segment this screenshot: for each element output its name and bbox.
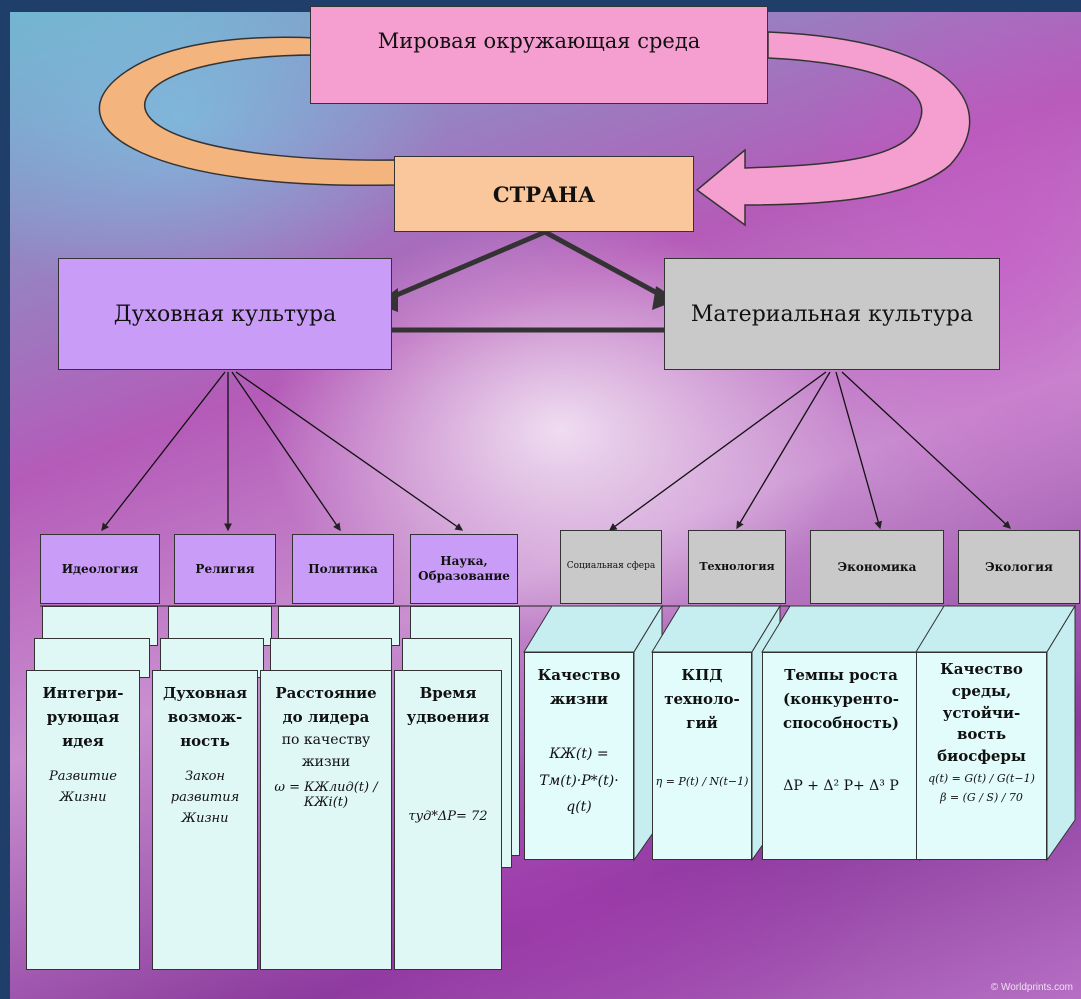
card-science: Время удвоения τуд*ΔP= 72 <box>394 670 502 970</box>
arrow-country-spiritual <box>384 229 546 303</box>
card-ideology: Интегри- рующая идея Развитие Жизни <box>26 670 140 970</box>
technology-box: Технология <box>688 530 786 604</box>
left-frame-bar <box>0 0 10 999</box>
religion-box: Религия <box>174 534 276 604</box>
card-social: Качество жизни КЖ(t) = Tм(t)·P*(t)· q(t) <box>524 652 634 860</box>
spiritual-culture-box: Духовная культура <box>58 258 392 370</box>
card-politics: Расстояние до лидера по качеству жизни ω… <box>260 670 392 970</box>
economy-box: Экономика <box>810 530 944 604</box>
material-culture-box: Материальная культура <box>664 258 1000 370</box>
country-box: СТРАНА <box>394 156 694 232</box>
watermark: © Worldprints.com <box>990 982 1073 993</box>
card-ecology: Качество среды, устойчи- вость биосферы … <box>916 652 1047 860</box>
cycle-arrow-pink <box>695 31 971 227</box>
card-religion: Духовная возмож- ность Закон развития Жи… <box>152 670 258 970</box>
arrow-country-material <box>543 229 672 303</box>
ideology-box: Идеология <box>40 534 160 604</box>
world-environment-box: Мировая окружающая среда <box>310 6 768 104</box>
science-education-box: Наука, Образование <box>410 534 518 604</box>
politics-box: Политика <box>292 534 394 604</box>
social-sphere-box: Социальная сфера <box>560 530 662 604</box>
card-technology: КПД техноло- гий η = P(t) / N(t−1) <box>652 652 752 860</box>
card-economy: Темпы роста (конкуренто- способность) ΔP… <box>762 652 920 860</box>
ecology-box: Экология <box>958 530 1080 604</box>
